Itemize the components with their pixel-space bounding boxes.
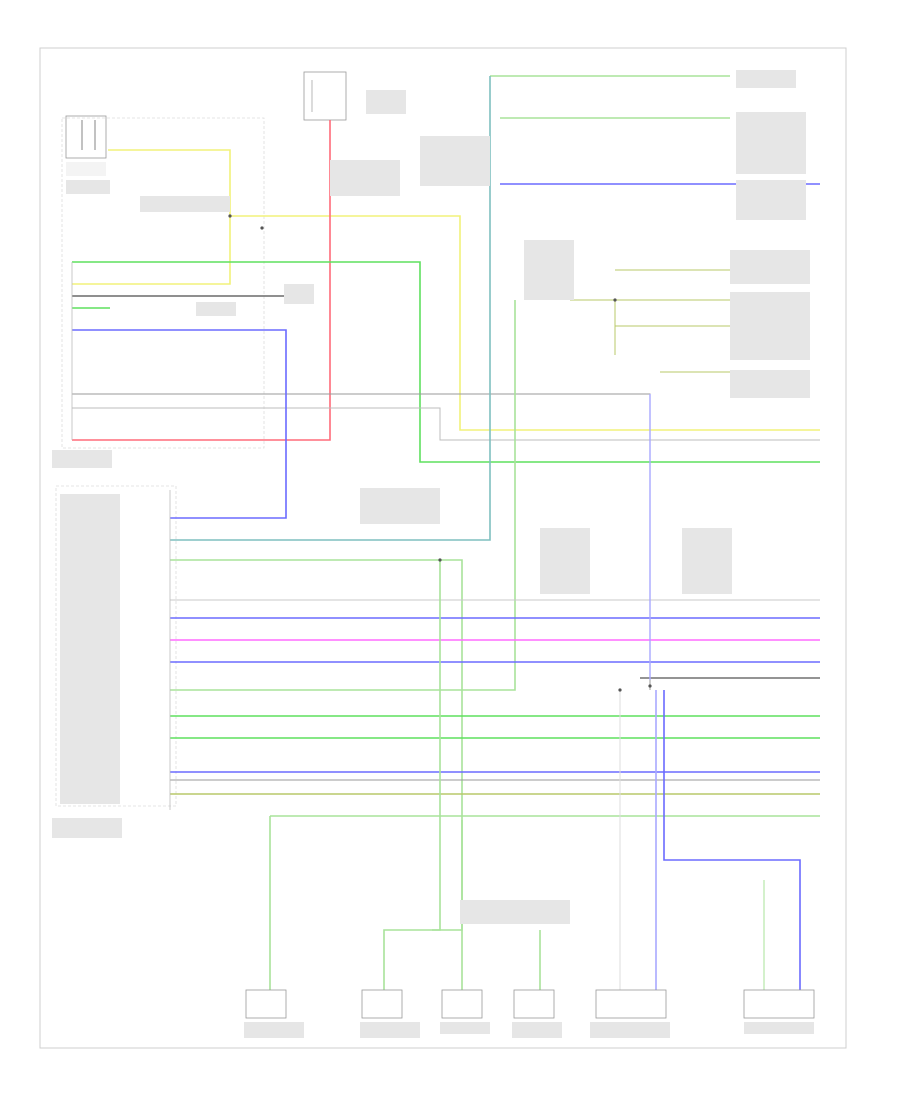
module-frame-upper: [61, 117, 265, 449]
component-bottom-1: [245, 989, 287, 1019]
splice-points: [228, 214, 652, 692]
left-connector-stubs: [71, 262, 171, 810]
component-top-left-switch: [65, 115, 107, 176]
diagram-border: [39, 47, 847, 1049]
component-bottom-5: [595, 989, 667, 1019]
module-frame-lower: [55, 485, 177, 807]
component-top-center-connector: [303, 71, 347, 121]
component-bottom-3: [441, 989, 483, 1019]
component-bottom-2: [361, 989, 403, 1019]
component-bottom-6: [743, 989, 815, 1019]
label-placeholders: [52, 70, 814, 1038]
wire-group: [72, 75, 820, 990]
component-bottom-4: [513, 989, 555, 1019]
bottom-components: [245, 989, 815, 1019]
